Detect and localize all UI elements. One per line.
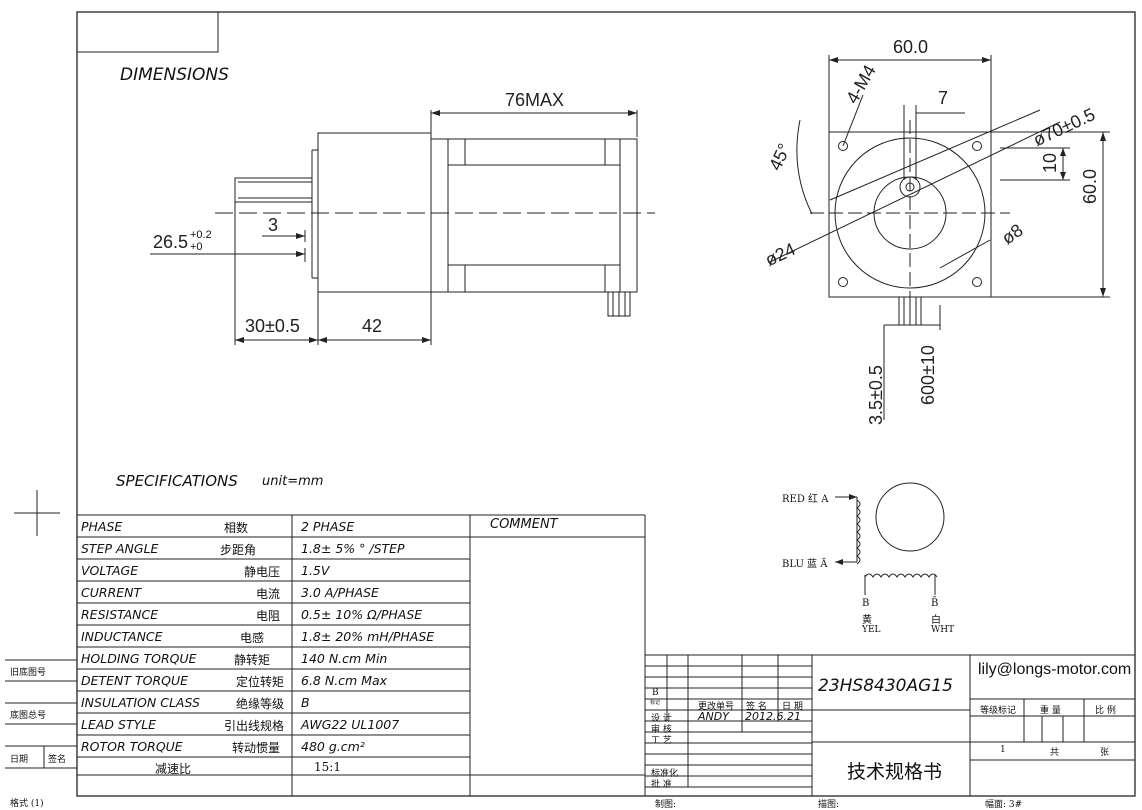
dim-shaft-upper-tol: +0.2 [190, 229, 212, 241]
spec-value: 480 g.cm² [301, 739, 365, 754]
wire-wht-en: WHT [931, 625, 955, 635]
specifications-title: SPECIFICATIONS [116, 472, 238, 490]
dimensions-title: DIMENSIONS [120, 65, 229, 85]
dim-front-height: 60.0 [1080, 168, 1100, 204]
wire-red-label: RED 红 A [782, 494, 829, 505]
spec-label-en: RESISTANCE [81, 607, 159, 622]
drawn-by-label: 制图: [655, 800, 677, 810]
design-date: 2012.6.21 [745, 710, 801, 723]
sign-label: 签 名 [746, 702, 767, 712]
dim-shaft-main: 26.5 [153, 232, 189, 252]
spec-label-en: DETENT TORQUE [81, 673, 189, 688]
spec-label-cn: 减速比 [155, 762, 192, 776]
spec-label-en: HOLDING TORQUE [81, 651, 197, 666]
spec-value: 2 PHASE [301, 519, 355, 534]
wire-b-label: B [862, 598, 870, 609]
dim-front-width: 60.0 [893, 37, 929, 57]
spec-label-en: INSULATION CLASS [81, 695, 200, 710]
spec-value: AWG22 UL1007 [301, 717, 400, 732]
comment-header: COMMENT [490, 517, 558, 532]
sheets-label: 张 [1100, 748, 1110, 758]
mark-label: 标记 [650, 700, 661, 706]
spec-label-en: LEAD STYLE [81, 717, 157, 732]
model-number: 23HS8430AG15 [818, 676, 953, 696]
spec-label-cn: 静电压 [244, 565, 281, 579]
spec-label-cn: 引出线规格 [224, 719, 285, 733]
date-label: 日期 [10, 755, 29, 765]
spec-label-en: PHASE [81, 519, 123, 534]
change-no-label: 更改单号 [698, 702, 735, 712]
base-drawing-no-label: 底图总号 [10, 711, 47, 721]
review-label: 审 核 [651, 725, 672, 735]
unit-label: unit=mm [262, 474, 324, 489]
dim-key-width: 7 [938, 88, 949, 108]
spec-value: 1.5V [301, 563, 330, 578]
dim-shaft-lower-tol: +0 [190, 241, 203, 253]
spec-label-cn: 绝缘等级 [236, 697, 285, 711]
weight-label: 重 量 [1040, 706, 1061, 716]
wire-yel-en: YEL [862, 625, 881, 635]
wire-blu-label: BLU 蓝 Ā [782, 559, 828, 570]
dim-flat-length: 3 [268, 215, 279, 235]
approve-label: 批 准 [651, 780, 672, 790]
wire-yel-cn: 黄 [862, 615, 872, 626]
document-title: 技术规格书 [847, 761, 943, 783]
sheet-size-label: 幅面: 3# [985, 800, 1023, 810]
grade-label: 等级标记 [980, 706, 1017, 716]
total-label: 共 [1050, 748, 1060, 758]
spec-value: 1.8± 20% mH/PHASE [301, 629, 435, 644]
spec-label-cn: 相数 [224, 521, 249, 535]
spec-value: 15:1 [314, 760, 341, 774]
spec-label-cn: 定位转矩 [236, 675, 285, 689]
spec-label-cn: 电流 [256, 587, 281, 601]
old-drawing-no-label: 旧底图号 [10, 668, 47, 678]
spec-value: 6.8 N.cm Max [301, 673, 388, 688]
spec-value: 0.5± 10% Ω/PHASE [301, 607, 423, 622]
designer-name: ANDY [698, 710, 729, 723]
spec-value: 1.8± 5% ° /STEP [301, 541, 405, 556]
traced-by-label: 描图: [818, 800, 840, 810]
dim-connector-offset: 3.5±0.5 [866, 365, 886, 425]
spec-label-cn: 静转矩 [234, 653, 271, 667]
dim-overall-length: 76MAX [505, 90, 565, 110]
spec-value: B [301, 695, 310, 710]
contact-email: lily@longs-motor.com [978, 661, 1132, 678]
signature-label: 签名 [48, 755, 67, 765]
wire-wht-cn: 白 [931, 615, 941, 626]
dim-body-length: 42 [362, 316, 383, 336]
format-label: 格式 (1) [10, 799, 44, 809]
spec-label-cn: 电阻 [256, 609, 281, 623]
standardization-label: 标准化 [651, 769, 679, 779]
spec-value: 140 N.cm Min [301, 651, 388, 666]
revision-letter: B [652, 688, 659, 698]
spec-label-cn: 转动惯量 [232, 741, 281, 755]
spec-label-cn: 步距角 [220, 543, 257, 557]
scale-label: 比 例 [1095, 706, 1116, 716]
dim-shaft-length: 30±0.5 [245, 316, 300, 336]
spec-label-en: INDUCTANCE [81, 629, 163, 644]
spec-label-cn: 电感 [240, 631, 265, 645]
date-col-label: 日 期 [782, 702, 803, 712]
spec-label-en: STEP ANGLE [81, 541, 159, 556]
design-label: 设 计 [651, 714, 672, 724]
dim-lead-length: 600±10 [918, 345, 938, 405]
spec-label-en: VOLTAGE [81, 563, 139, 578]
spec-label-en: CURRENT [81, 585, 142, 600]
wire-b-bar-label: B̄ [931, 598, 939, 609]
dim-flat-depth: 10 [1040, 152, 1060, 173]
spec-value: 3.0 A/PHASE [301, 585, 379, 600]
spec-label-en: ROTOR TORQUE [81, 739, 183, 754]
sheet-number: 1 [1000, 745, 1006, 755]
process-label: 工 艺 [651, 736, 672, 746]
